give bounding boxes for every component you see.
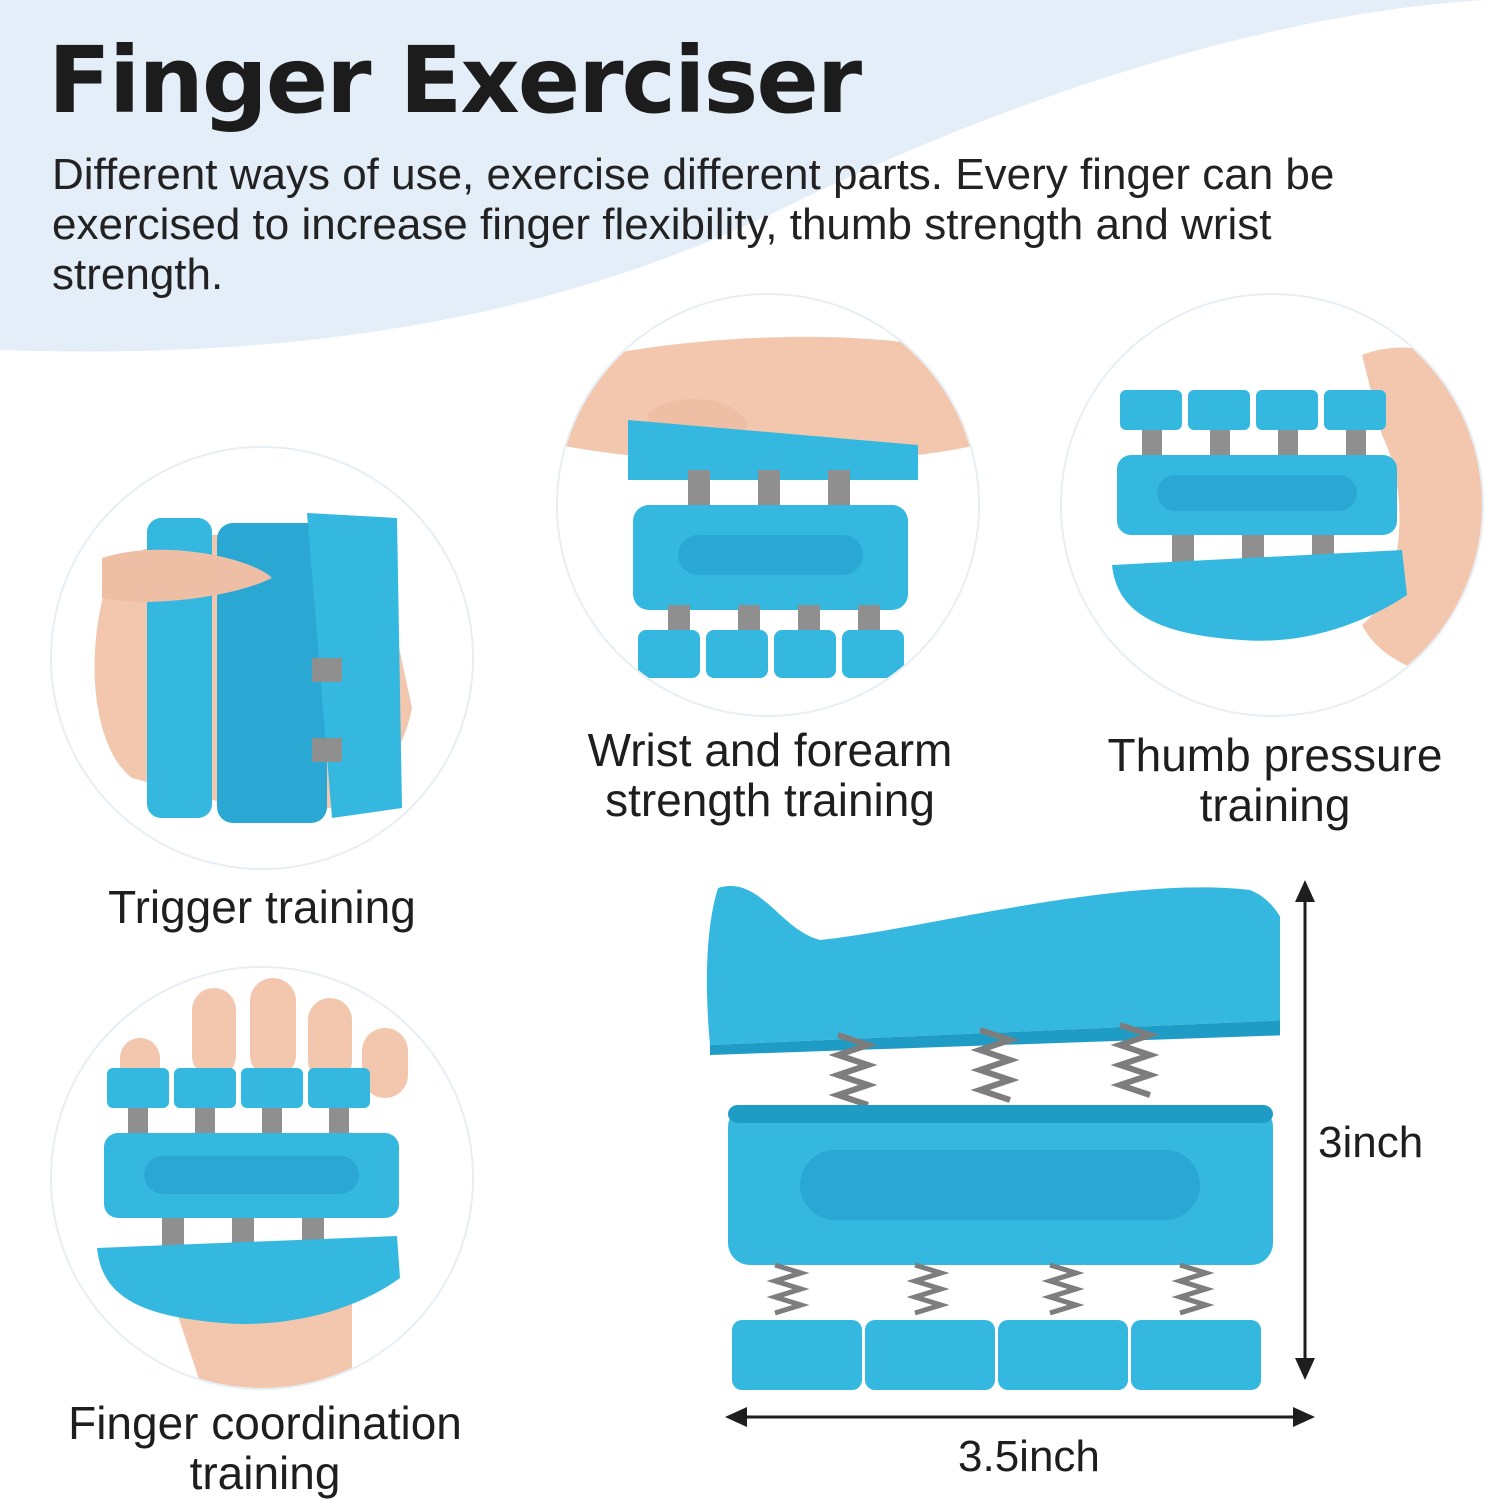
thumb-pressure-training-label: Thumb pressure training bbox=[1107, 729, 1443, 831]
height-dimension-label: 3inch bbox=[1318, 1118, 1424, 1167]
finger-coordination-training-label: Finger coordination training bbox=[68, 1397, 462, 1499]
finger-exerciser-product bbox=[706, 886, 1280, 1390]
height-dimension-arrow bbox=[1295, 880, 1315, 1380]
wrist-forearm-training-image bbox=[558, 295, 978, 715]
fingers-on-exerciser-icon bbox=[52, 968, 472, 1388]
hand-squeezing-trigger-icon bbox=[52, 448, 472, 868]
trigger-training-label: Trigger training bbox=[108, 881, 416, 933]
page-title: Finger Exerciser bbox=[48, 27, 862, 134]
width-dimension-arrow bbox=[725, 1407, 1315, 1427]
thumb-pressure-training-image bbox=[1062, 295, 1482, 715]
width-dimension-label: 3.5inch bbox=[958, 1432, 1100, 1481]
thumb-pressing-exerciser-icon bbox=[1062, 295, 1482, 715]
background-wave bbox=[0, 0, 1486, 352]
page-subtitle: Different ways of use, exercise differen… bbox=[52, 150, 1335, 299]
finger-coordination-training-image bbox=[52, 968, 472, 1388]
palm-pressing-exerciser-icon bbox=[558, 295, 978, 715]
wrist-forearm-training-label: Wrist and forearm strength training bbox=[587, 724, 953, 826]
trigger-training-image bbox=[52, 448, 472, 868]
